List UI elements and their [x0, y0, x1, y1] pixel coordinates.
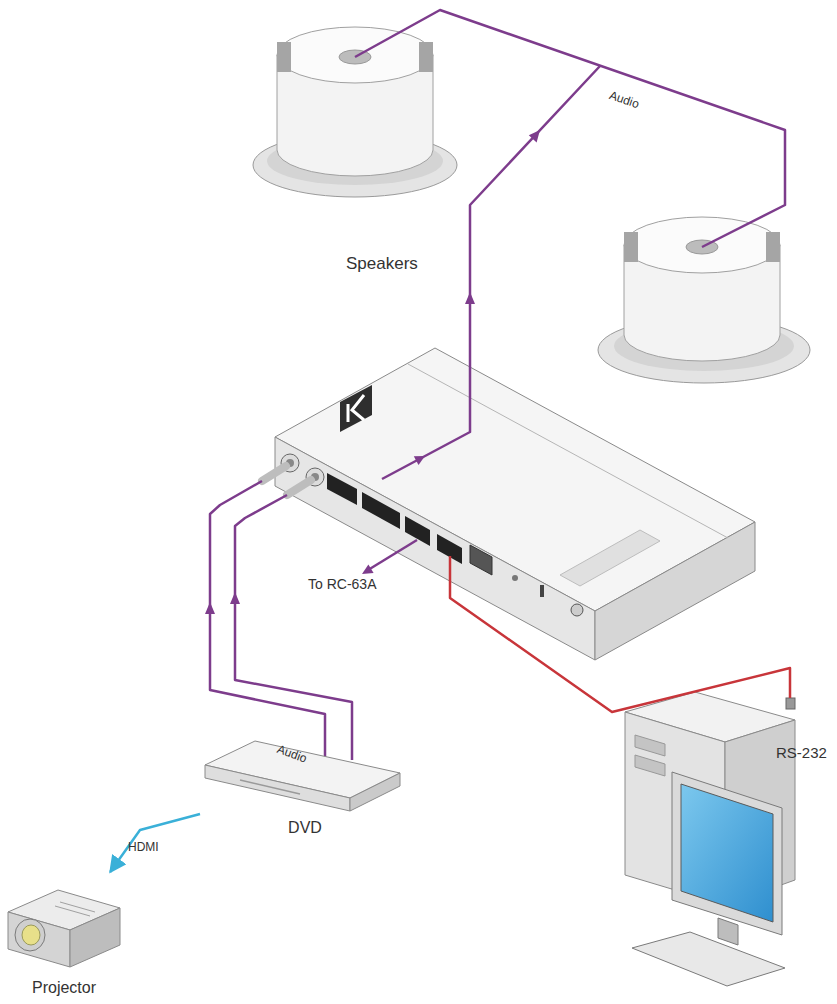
keyboard: [632, 932, 785, 986]
text-label: RS-232: [776, 744, 827, 762]
drive-bay: [635, 735, 665, 756]
wire-arrow: [529, 130, 540, 142]
rs232-cable: [450, 556, 790, 712]
dvd-tray: [240, 780, 300, 794]
rca-plug: [287, 480, 311, 495]
speaker-notch: [419, 42, 433, 72]
device-logo: [340, 385, 372, 432]
projector-lens: [22, 925, 40, 945]
monitor-screen: [681, 784, 773, 922]
projector-vent: [55, 906, 90, 916]
speaker-notch: [624, 232, 638, 262]
device-logo-mark: [352, 395, 364, 420]
device-front: [275, 437, 595, 660]
text-label: Speakers: [346, 254, 418, 274]
projector-lens-ring: [15, 919, 45, 951]
speaker-notch: [766, 232, 780, 262]
node-label: Projector: [0, 978, 128, 997]
wire-arrow: [465, 292, 475, 304]
serial-connector: [786, 698, 795, 709]
power-socket: [571, 604, 583, 616]
cable-connector: [110, 814, 200, 872]
speaker-top: [277, 27, 433, 83]
control-wire: [368, 540, 417, 570]
terminal-block: [327, 473, 357, 505]
projector-device: Projector: [0, 872, 128, 1002]
dvd-front: [205, 765, 350, 811]
monitor-stand: [718, 918, 738, 945]
node-label: DVD: [200, 818, 410, 837]
connector-layer: [110, 814, 200, 872]
terminal-block: [362, 492, 400, 529]
drive-bay: [635, 755, 665, 776]
terminal-block: [405, 516, 430, 546]
device-logo-mark: [347, 404, 350, 422]
rca-plug: [262, 466, 286, 481]
device-model-plate: [560, 530, 660, 586]
audio-cable: [235, 495, 352, 760]
wire-arrow: [205, 602, 215, 614]
wire-arrow: [414, 456, 425, 465]
ethernet-port: [470, 545, 492, 575]
connector-label: HDMI: [128, 840, 159, 854]
text-label: To RC-63A: [308, 576, 376, 593]
device-seam: [408, 364, 728, 538]
dip-switch: [540, 585, 544, 597]
projector-vent: [60, 902, 95, 912]
audio-cable: [210, 481, 325, 765]
projector-side: [70, 908, 120, 967]
text-label: Audio: [607, 88, 641, 112]
monitor-body: [672, 772, 782, 935]
projector-front: [8, 912, 70, 967]
wire-arrow: [362, 564, 374, 574]
wire-arrow: [230, 592, 240, 604]
dvd-player: DVD: [200, 728, 410, 844]
reset-button: [512, 575, 518, 581]
speaker-notch: [277, 42, 291, 72]
audio-wire: [355, 10, 785, 247]
dvd-side: [350, 773, 400, 811]
speaker-top: [624, 217, 780, 273]
